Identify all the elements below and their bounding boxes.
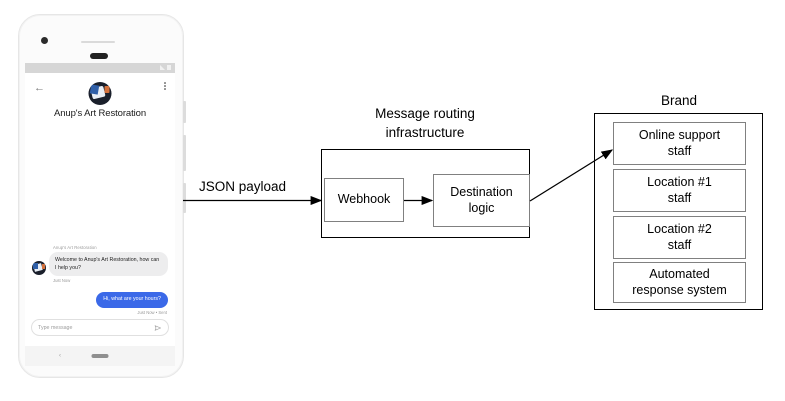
infrastructure-title-line2: infrastructure <box>385 125 465 140</box>
incoming-message-time: Just Now <box>53 278 71 284</box>
app-bar: ← Anup's Art Restoration <box>25 73 175 135</box>
outgoing-message-time: Just Now • Sent <box>137 310 167 316</box>
send-icon[interactable] <box>154 324 162 332</box>
phone-screen: ← Anup's Art Restoration Anup's Art Rest… <box>25 63 175 346</box>
brand-item-online-support-staff: Online support staff <box>613 122 746 165</box>
incoming-message-row: Welcome to Anup's Art Restoration, how c… <box>32 252 168 277</box>
business-avatar <box>88 82 112 105</box>
nav-back-chevron-icon[interactable]: ‹ <box>59 353 61 359</box>
brand-item-label-line2: response system <box>632 282 727 297</box>
destination-logic-box: Destination logic <box>433 174 530 227</box>
status-bar <box>25 63 175 73</box>
message-input[interactable]: Type message <box>38 324 73 331</box>
infrastructure-title-line1: Message routing <box>375 106 475 121</box>
battery-icon <box>167 65 171 70</box>
sender-avatar <box>32 261 46 276</box>
status-icons <box>160 65 171 70</box>
phone-side-button-mid <box>183 135 186 171</box>
brand-item-location-2-staff: Location #2 staff <box>613 216 746 259</box>
outgoing-message-bubble: Hi, what are your hours? <box>96 292 168 309</box>
brand-item-label-line1: Automated <box>649 267 710 282</box>
brand-item-label-line2: staff <box>667 237 692 252</box>
brand-item-location-1-staff: Location #1 staff <box>613 169 746 212</box>
android-nav-bar: ‹ <box>25 346 175 366</box>
incoming-sender-label: Anup's Art Restoration <box>53 245 97 250</box>
destination-logic-label-line2: logic <box>468 200 495 215</box>
front-camera-icon <box>41 37 48 44</box>
brand-item-automated-response-system: Automated response system <box>613 262 746 303</box>
signal-triangle-icon <box>160 65 165 70</box>
speaker-grille <box>81 41 115 43</box>
conversation-thread: Anup's Art Restoration Welcome to Anup's… <box>25 245 175 315</box>
phone-mockup: ← Anup's Art Restoration Anup's Art Rest… <box>18 14 186 378</box>
nav-home-pill-icon[interactable] <box>91 354 109 358</box>
brand-item-label-line2: staff <box>667 190 692 205</box>
phone-side-button-top <box>183 101 186 123</box>
back-arrow-icon[interactable]: ← <box>34 82 45 94</box>
phone-side-button-bottom <box>183 183 186 213</box>
brand-item-label-line1: Online support <box>638 128 721 143</box>
json-payload-label: JSON payload <box>199 179 287 194</box>
webhook-box: Webhook <box>324 178 404 222</box>
brand-item-label-line2: staff <box>667 143 692 158</box>
incoming-message-bubble: Welcome to Anup's Art Restoration, how c… <box>49 252 168 277</box>
brand-title: Brand <box>660 93 698 108</box>
outgoing-message-row: Hi, what are your hours? <box>32 292 168 309</box>
brand-item-label-line1: Location #2 <box>647 222 712 237</box>
message-composer[interactable]: Type message <box>31 319 169 336</box>
business-name: Anup's Art Restoration <box>53 108 147 119</box>
destination-logic-label-line1: Destination <box>450 185 513 200</box>
kebab-menu-icon[interactable] <box>164 82 166 90</box>
brand-item-label-line1: Location #1 <box>647 175 712 190</box>
webhook-label: Webhook <box>337 192 391 207</box>
earpiece <box>90 53 108 59</box>
